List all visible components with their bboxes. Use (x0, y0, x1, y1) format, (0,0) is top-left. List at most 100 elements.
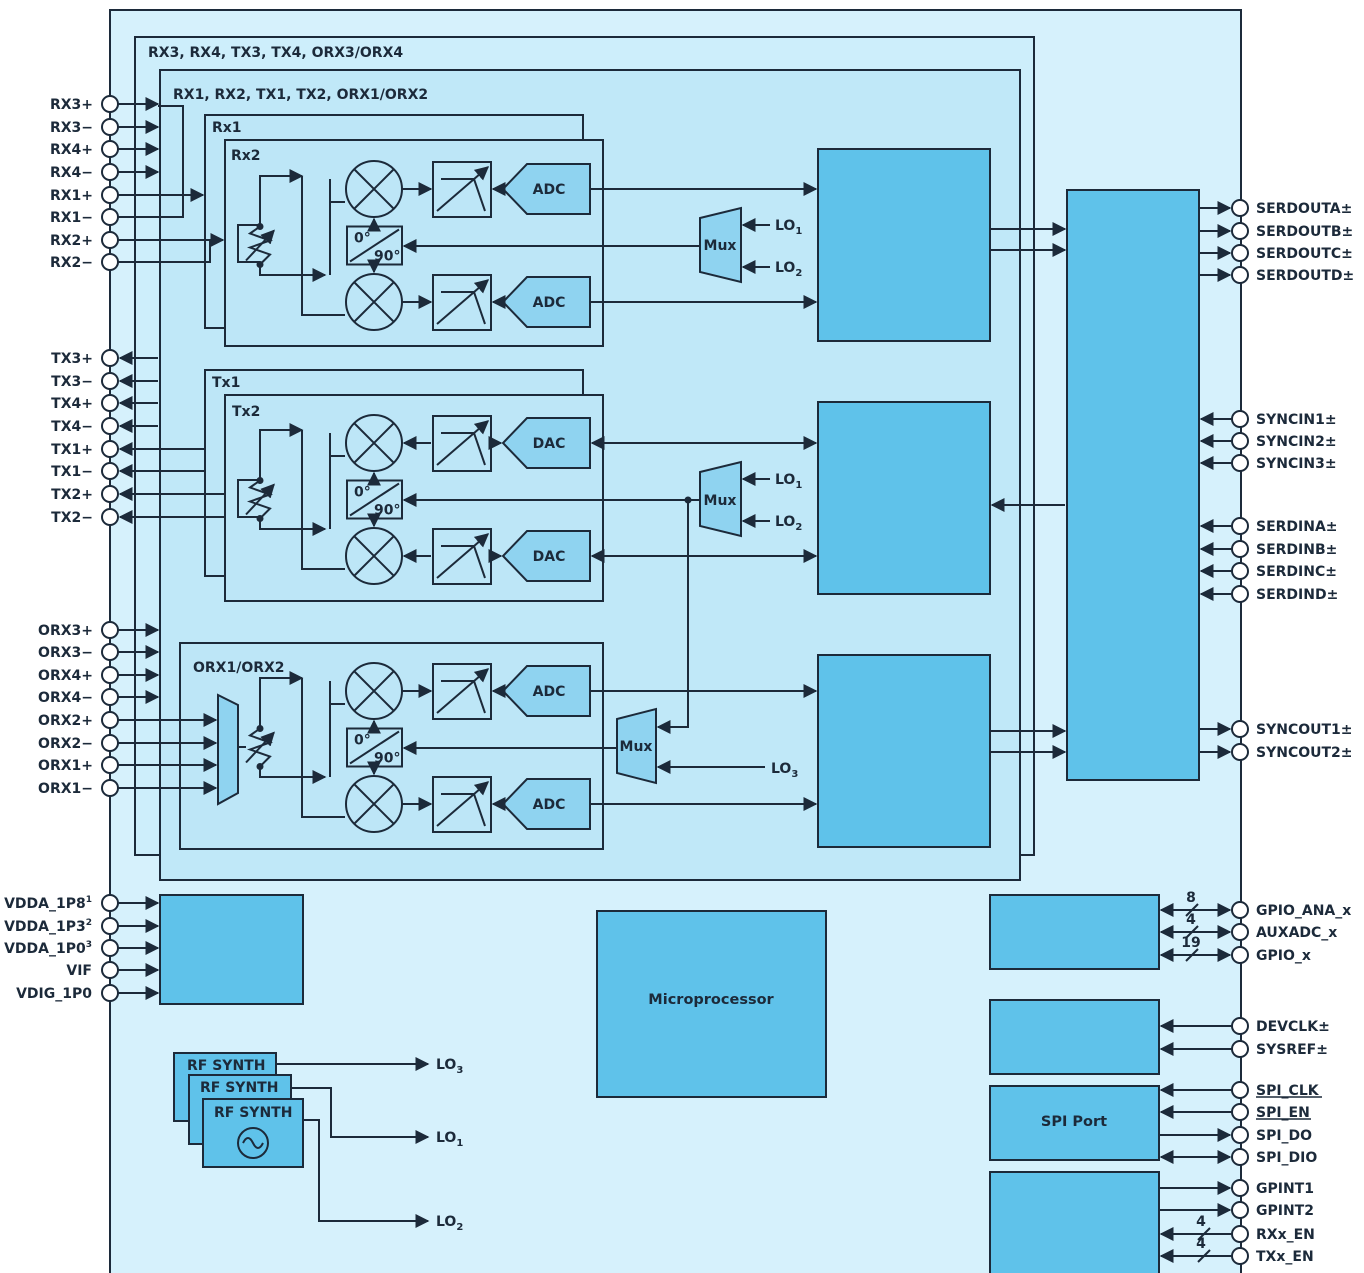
synth-lo1-label: LO1 (436, 1130, 463, 1149)
control-bus-width-1: 4 (1196, 1236, 1206, 1252)
pin-gpio-x[interactable] (1231, 946, 1249, 964)
pin-label-orx2-5: ORX2− (38, 736, 93, 752)
pin-spi-dio[interactable] (1231, 1148, 1249, 1166)
pin-orx3-0[interactable] (101, 621, 119, 639)
pin-serdina[interactable] (1231, 517, 1249, 535)
pin-txx-en[interactable] (1231, 1247, 1249, 1265)
pin-serdoutb[interactable] (1231, 222, 1249, 240)
pin-label-syncin3: SYNCIN3± (1256, 456, 1337, 472)
pin-orx1-6[interactable] (101, 756, 119, 774)
pin-syncin1[interactable] (1231, 410, 1249, 428)
pin-rx3-0[interactable] (101, 95, 119, 113)
orx-phase-90-label: 90° (374, 751, 400, 767)
pin-syncout2[interactable] (1231, 743, 1249, 761)
pin-vdda-1p3[interactable] (101, 917, 119, 935)
pin-label-gpio-ana-x: GPIO_ANA_x (1256, 903, 1351, 919)
pin-rx2-7[interactable] (101, 253, 119, 271)
pin-tx2-7[interactable] (101, 508, 119, 526)
tx-lo-mux (699, 460, 742, 538)
pin-orx2-4[interactable] (101, 711, 119, 729)
pin-label-devclk: DEVCLK± (1256, 1019, 1330, 1035)
orx-dsp-block (817, 654, 991, 848)
pin-orx3-1[interactable] (101, 643, 119, 661)
pin-serdoutd[interactable] (1231, 266, 1249, 284)
rx-adc-block-1 (501, 276, 591, 328)
pin-syncin3[interactable] (1231, 454, 1249, 472)
pin-gpint2[interactable] (1231, 1201, 1249, 1219)
pin-tx2-6[interactable] (101, 485, 119, 503)
tx-dac-label-1: DAC (533, 549, 566, 565)
pin-tx1-4[interactable] (101, 440, 119, 458)
pin-label-syncin1: SYNCIN1± (1256, 412, 1337, 428)
pin-label-gpio-x: GPIO_x (1256, 948, 1311, 964)
pin-label-rx3-0: RX3+ (50, 97, 93, 113)
pin-label-serdouta: SERDOUTA± (1256, 201, 1352, 217)
pin-gpint1[interactable] (1231, 1179, 1249, 1197)
pin-rx2-6[interactable] (101, 231, 119, 249)
pin-label-rx2-6: RX2+ (50, 233, 93, 249)
pin-label-orx4-2: ORX4+ (38, 668, 93, 684)
pin-vif[interactable] (101, 961, 119, 979)
pin-orx4-2[interactable] (101, 666, 119, 684)
pin-label-serdinb: SERDINB± (1256, 542, 1337, 558)
pin-label-serdina: SERDINA± (1256, 519, 1338, 535)
pin-rx1-4[interactable] (101, 186, 119, 204)
rx1-label: Rx1 (212, 120, 242, 136)
pin-orx1-7[interactable] (101, 779, 119, 797)
outer-channel-label: RX3, RX4, TX3, TX4, ORX3/ORX4 (148, 45, 403, 61)
pin-label-serdoutd: SERDOUTD± (1256, 268, 1354, 284)
pin-label-orx2-4: ORX2+ (38, 713, 93, 729)
pin-vdda-1p0[interactable] (101, 939, 119, 957)
microprocessor-block (596, 910, 827, 1098)
pin-sysref[interactable] (1231, 1040, 1249, 1058)
pin-serdind[interactable] (1231, 585, 1249, 603)
pin-syncin2[interactable] (1231, 432, 1249, 450)
orx-mux-label: Mux (620, 739, 653, 755)
pin-label-spi-do: SPI_DO (1256, 1128, 1312, 1144)
pin-label-rx4-3: RX4− (50, 165, 93, 181)
pin-serdouta[interactable] (1231, 199, 1249, 217)
pin-orx4-3[interactable] (101, 688, 119, 706)
gpio-bus-width-0: 8 (1186, 890, 1196, 906)
pin-label-rx1-4: RX1+ (50, 188, 93, 204)
pin-label-serdind: SERDIND± (1256, 587, 1338, 603)
rx-mux-label: Mux (704, 238, 737, 254)
pin-syncout1[interactable] (1231, 720, 1249, 738)
tx2-label: Tx2 (232, 404, 260, 420)
pin-label-vdda-1p0: VDDA_1P03 (4, 940, 92, 957)
pin-spi-do[interactable] (1231, 1126, 1249, 1144)
pin-serdinc[interactable] (1231, 562, 1249, 580)
orx-adc-block-0 (501, 665, 591, 717)
pin-vdig-1p0[interactable] (101, 984, 119, 1002)
pin-serdinb[interactable] (1231, 540, 1249, 558)
pin-rx4-2[interactable] (101, 140, 119, 158)
pin-tx3-0[interactable] (101, 349, 119, 367)
pin-rxx-en[interactable] (1231, 1225, 1249, 1243)
pin-tx4-3[interactable] (101, 417, 119, 435)
pin-rx3-1[interactable] (101, 118, 119, 136)
pin-auxadc-x[interactable] (1231, 923, 1249, 941)
rx-phase-0-label: 0° (354, 231, 371, 247)
pin-label-tx1-5: TX1− (51, 464, 93, 480)
gpio-bus-width-1: 4 (1186, 912, 1196, 928)
rf-synth-label-1: RF SYNTH (214, 1105, 292, 1121)
pin-spi-clk[interactable] (1231, 1081, 1249, 1099)
pin-label-tx3-0: TX3+ (51, 351, 93, 367)
pin-serdoutc[interactable] (1231, 244, 1249, 262)
pin-gpio-ana-x[interactable] (1231, 901, 1249, 919)
pin-rx1-5[interactable] (101, 208, 119, 226)
tx-dsp-block (817, 401, 991, 595)
pin-devclk[interactable] (1231, 1017, 1249, 1035)
pin-vdda-1p8[interactable] (101, 894, 119, 912)
pin-orx2-5[interactable] (101, 734, 119, 752)
tx-phase-90-label: 90° (374, 503, 400, 519)
pin-spi-en[interactable] (1231, 1103, 1249, 1121)
pin-tx3-1[interactable] (101, 372, 119, 390)
pin-tx1-5[interactable] (101, 462, 119, 480)
pin-label-tx4-3: TX4− (51, 419, 93, 435)
pin-label-txx-en: TXx_EN (1256, 1249, 1314, 1265)
pin-tx4-2[interactable] (101, 394, 119, 412)
pin-rx4-3[interactable] (101, 163, 119, 181)
control-interface-block (989, 1171, 1160, 1273)
